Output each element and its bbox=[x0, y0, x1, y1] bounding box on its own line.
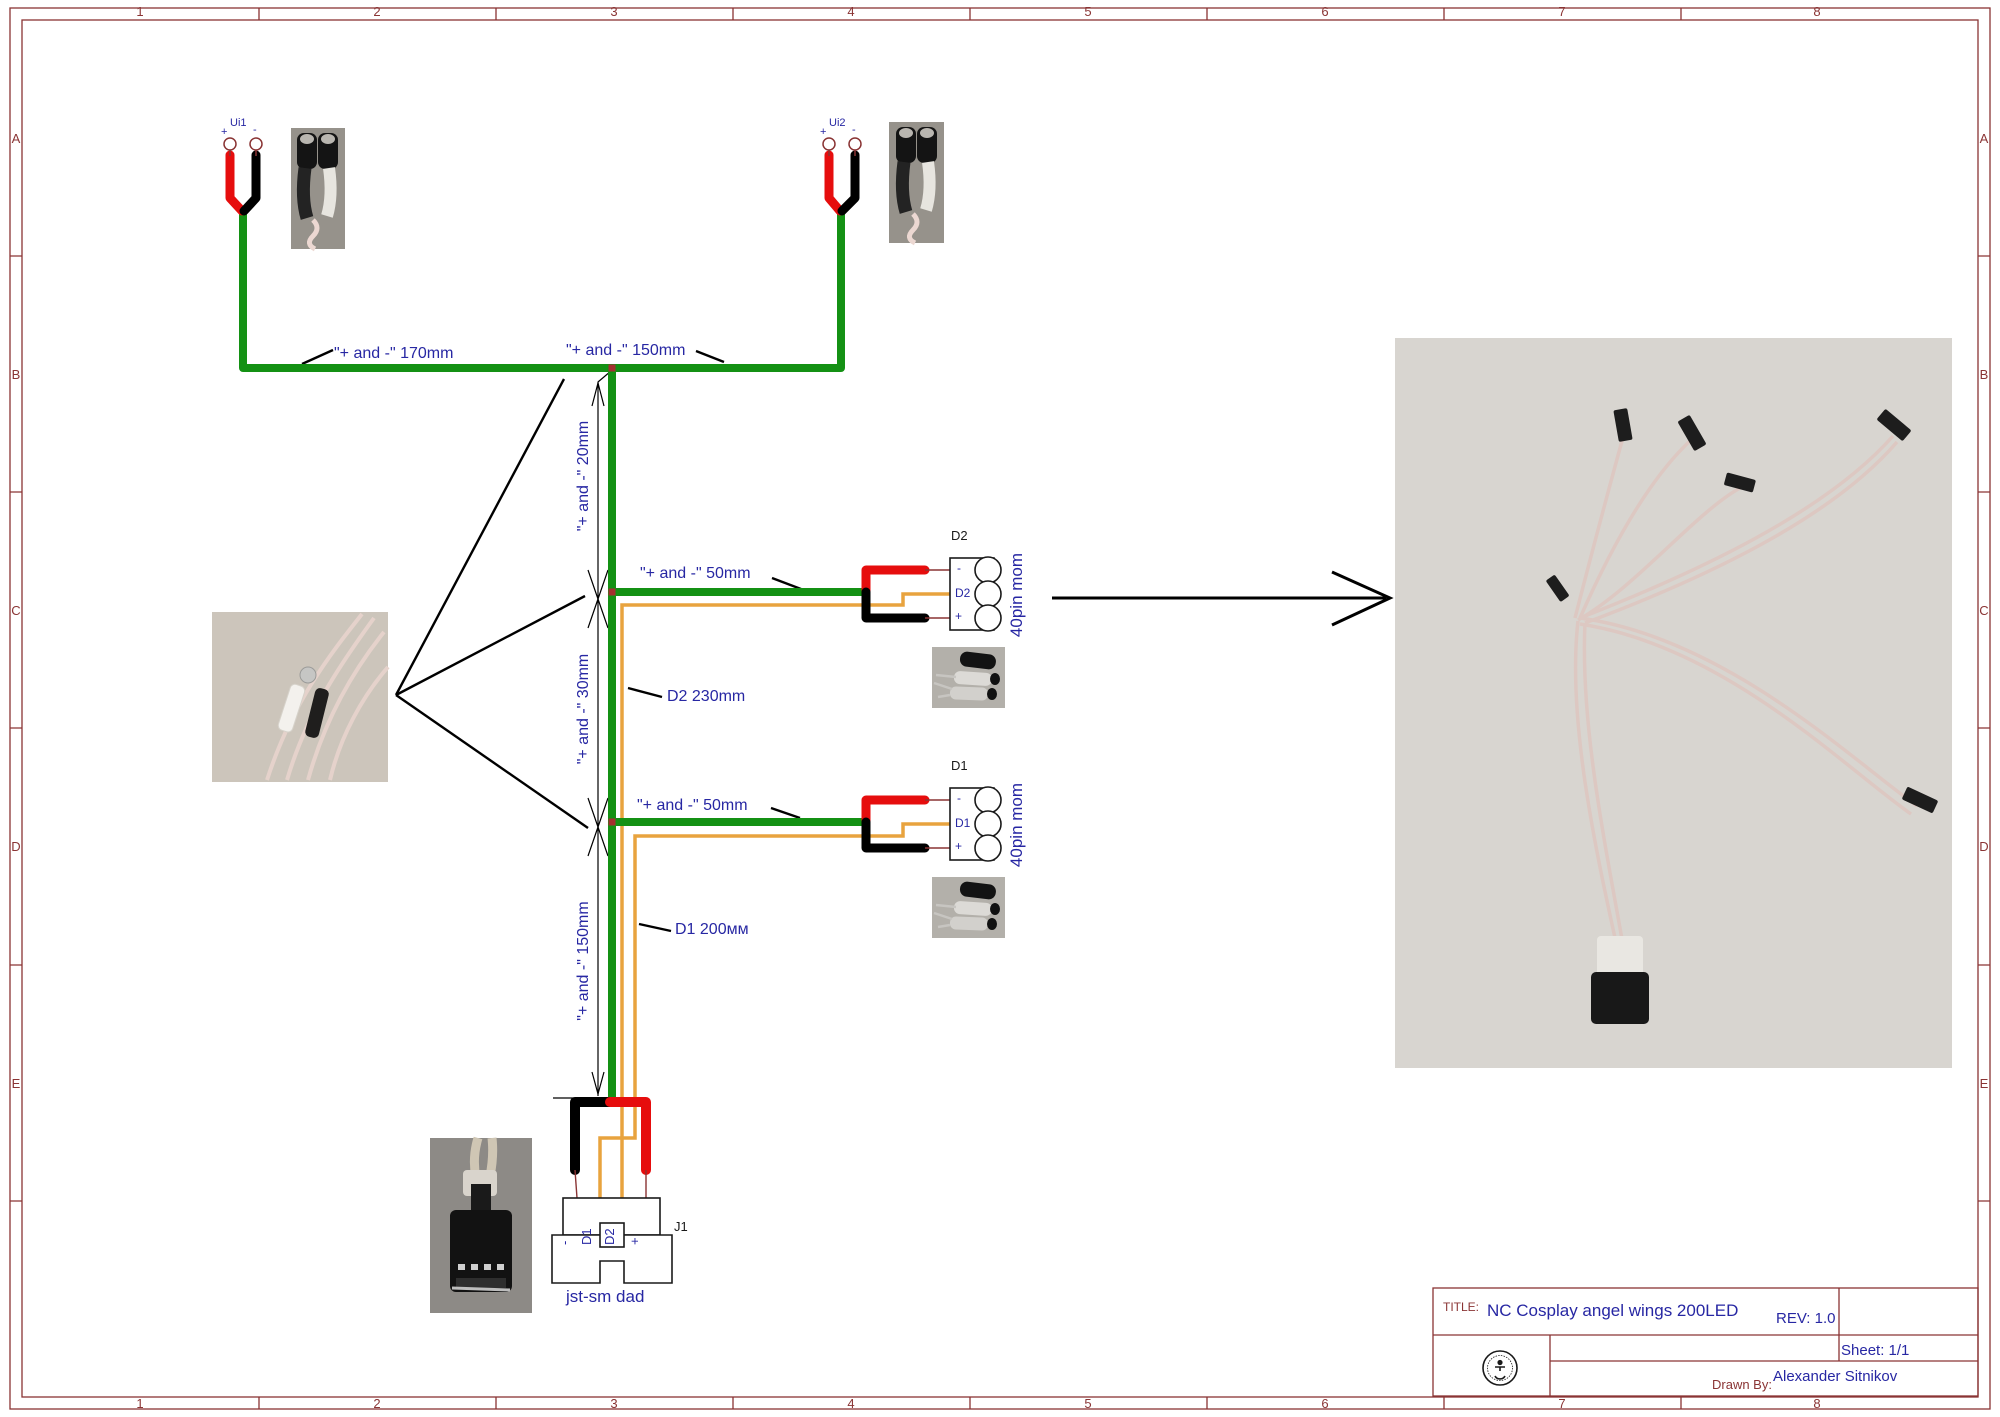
label-leaders bbox=[301, 348, 802, 933]
splice-leader-lines bbox=[394, 378, 589, 829]
frame-col-bot-5: 5 bbox=[1084, 1396, 1092, 1411]
ui-pin-circles bbox=[223, 137, 862, 156]
wire-d2-hooks bbox=[861, 565, 930, 623]
frame-row-left-b: B bbox=[11, 367, 21, 382]
d1-type-label: 40pin mom bbox=[1007, 782, 1026, 868]
photo-jst-plug bbox=[430, 1136, 532, 1313]
j1-pin-plus: + bbox=[627, 1237, 642, 1245]
j1-pin-d2: D2 bbox=[602, 1228, 617, 1245]
d2-pin-data: D2 bbox=[955, 586, 971, 600]
frame-col-bot-1: 1 bbox=[136, 1396, 144, 1411]
label-seg-50mm-d1: "+ and -" 50mm bbox=[637, 797, 748, 814]
ui2-plus-label: + bbox=[820, 126, 827, 138]
frame-col-top-4: 4 bbox=[847, 4, 855, 19]
connector-d2-symbol bbox=[949, 556, 1002, 632]
j1-type-label: jst-sm dad bbox=[566, 1287, 645, 1306]
frame-col-bot-4: 4 bbox=[847, 1396, 855, 1411]
wire-ui1-pigtail bbox=[225, 150, 261, 216]
wire-j1-pigtail bbox=[570, 1097, 651, 1175]
drawn-by-value: Alexander Sitnikov bbox=[1773, 1368, 1898, 1385]
frame-row-right-d: D bbox=[1979, 839, 1989, 854]
frame-row-left-e: E bbox=[11, 1076, 21, 1091]
photo-finished-harness bbox=[1395, 338, 1952, 1068]
label-seg-20mm: "+ and -" 20mm bbox=[575, 420, 592, 532]
ui1-plus-label: + bbox=[221, 126, 228, 138]
title-label: TITLE: bbox=[1443, 1300, 1480, 1314]
frame-col-top-1: 1 bbox=[136, 4, 144, 19]
drawn-by-label: Drawn By: bbox=[1712, 1377, 1772, 1392]
frame-col-bot-7: 7 bbox=[1558, 1396, 1566, 1411]
frame-row-right-c: C bbox=[1979, 603, 1989, 618]
photo-ui1-connector bbox=[291, 128, 345, 252]
rev-value: REV: 1.0 bbox=[1776, 1310, 1836, 1327]
ui1-minus-label: - bbox=[253, 124, 257, 136]
wire-ui2-pigtail bbox=[824, 150, 860, 216]
frame-col-bot-8: 8 bbox=[1813, 1396, 1821, 1411]
frame-row-right-e: E bbox=[1979, 1076, 1989, 1091]
j1-pin-d1: D1 bbox=[579, 1228, 594, 1245]
d1-ref-label: D1 bbox=[951, 758, 968, 773]
frame-row-left-c: C bbox=[11, 603, 21, 618]
connector-d1-symbol bbox=[949, 786, 1002, 862]
sheet-title: NC Cosplay angel wings 200LED bbox=[1487, 1301, 1739, 1320]
label-d2-length: D2 230mm bbox=[667, 688, 746, 705]
label-seg-170mm: "+ and -" 170mm bbox=[334, 345, 454, 362]
photo-d2-connector bbox=[932, 647, 1005, 708]
label-seg-150mm-top: "+ and -" 150mm bbox=[566, 342, 686, 359]
wire-green-trunk bbox=[239, 212, 866, 1102]
sheet-value: Sheet: 1/1 bbox=[1841, 1342, 1910, 1359]
wire-d2-orange bbox=[620, 592, 950, 1198]
frame-row-right-a: A bbox=[1979, 131, 1989, 146]
frame-col-top-3: 3 bbox=[610, 4, 618, 19]
j1-ref-label: J1 bbox=[674, 1219, 688, 1234]
d2-type-label: 40pin mom bbox=[1007, 552, 1026, 638]
frame-col-bot-6: 6 bbox=[1321, 1396, 1329, 1411]
frame-row-right-b: B bbox=[1979, 367, 1989, 382]
frame-col-top-8: 8 bbox=[1813, 4, 1821, 19]
ui2-ref-label: Ui2 bbox=[829, 117, 846, 129]
frame-row-left-a: A bbox=[11, 131, 21, 146]
d2-pin-minus: - bbox=[957, 561, 961, 575]
wire-d1-hooks bbox=[861, 795, 930, 853]
label-d1-length: D1 200мм bbox=[675, 921, 749, 938]
d2-ref-label: D2 bbox=[951, 528, 968, 543]
label-seg-30mm: "+ and -" 30mm bbox=[575, 653, 592, 765]
d1-pin-minus: - bbox=[957, 791, 961, 805]
wire-d1-orange bbox=[598, 822, 950, 1198]
arrow-to-photo bbox=[1052, 570, 1394, 627]
label-seg-150mm-vert: "+ and -" 150mm bbox=[575, 901, 592, 1021]
connector-j1-symbol bbox=[551, 1197, 673, 1284]
label-seg-50mm-d2: "+ and -" 50mm bbox=[640, 565, 751, 582]
d2-pin-plus: + bbox=[955, 609, 963, 623]
frame-col-top-6: 6 bbox=[1321, 4, 1329, 19]
photo-wire-splice bbox=[212, 612, 390, 782]
title-block-border bbox=[1432, 1287, 1979, 1397]
frame-col-bot-2: 2 bbox=[373, 1396, 381, 1411]
frame-col-top-2: 2 bbox=[373, 4, 381, 19]
frame-col-bot-3: 3 bbox=[610, 1396, 618, 1411]
ui1-ref-label: Ui1 bbox=[230, 117, 247, 129]
photo-ui2-connector bbox=[889, 122, 944, 246]
d1-pin-plus: + bbox=[955, 839, 963, 853]
frame-col-top-5: 5 bbox=[1084, 4, 1092, 19]
photo-d1-connector bbox=[932, 877, 1005, 938]
ui2-minus-label: - bbox=[852, 124, 856, 136]
pin-leads bbox=[574, 569, 950, 1199]
d1-pin-data: D1 bbox=[955, 816, 971, 830]
junction-dots bbox=[608, 364, 616, 826]
company-logo bbox=[1482, 1350, 1518, 1386]
frame-row-left-d: D bbox=[11, 839, 21, 854]
j1-pin-minus: - bbox=[557, 1240, 572, 1245]
sheet-frame bbox=[9, 7, 1991, 1410]
frame-col-top-7: 7 bbox=[1558, 4, 1566, 19]
